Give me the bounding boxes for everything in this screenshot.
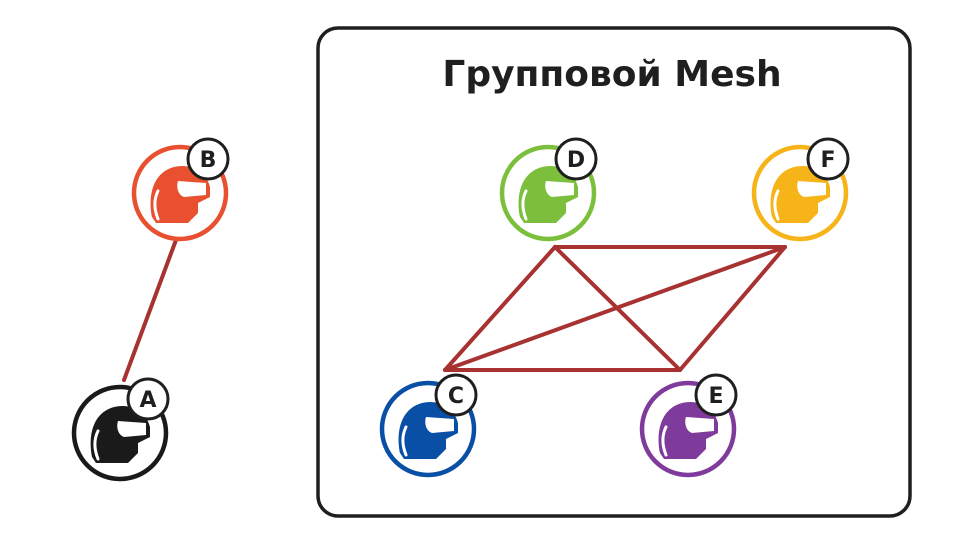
node-e: E <box>639 373 738 478</box>
node-label: B <box>200 148 217 173</box>
node-f: F <box>751 137 850 242</box>
node-badge <box>186 137 230 181</box>
link-c-f <box>443 245 787 372</box>
node-b: B <box>131 137 230 242</box>
node-badge <box>554 137 598 181</box>
link-e-f <box>678 245 787 372</box>
node-badge <box>434 373 478 417</box>
helmet-icon <box>770 165 830 223</box>
node-badge <box>126 377 170 421</box>
node-d: D <box>499 137 598 242</box>
node-label: C <box>448 384 464 409</box>
group-title: Групповой Mesh <box>442 54 781 95</box>
node-label: D <box>567 148 585 173</box>
node-badge <box>806 137 850 181</box>
nodes-layer: A B C D E F <box>71 137 850 482</box>
node-label: F <box>820 148 835 173</box>
helmet-icon <box>658 401 718 459</box>
node-label: A <box>139 388 156 413</box>
link-c-d <box>443 245 557 372</box>
helmet-icon <box>90 405 150 463</box>
helmet-icon <box>398 401 458 459</box>
helmet-icon <box>150 165 210 223</box>
node-a: A <box>71 377 170 482</box>
node-badge <box>694 373 738 417</box>
node-c: C <box>379 373 478 478</box>
links-layer <box>122 238 787 382</box>
group-mesh-box <box>316 26 912 518</box>
helmet-icon <box>518 165 578 223</box>
node-label: E <box>708 384 723 409</box>
link-a-b <box>122 238 178 382</box>
